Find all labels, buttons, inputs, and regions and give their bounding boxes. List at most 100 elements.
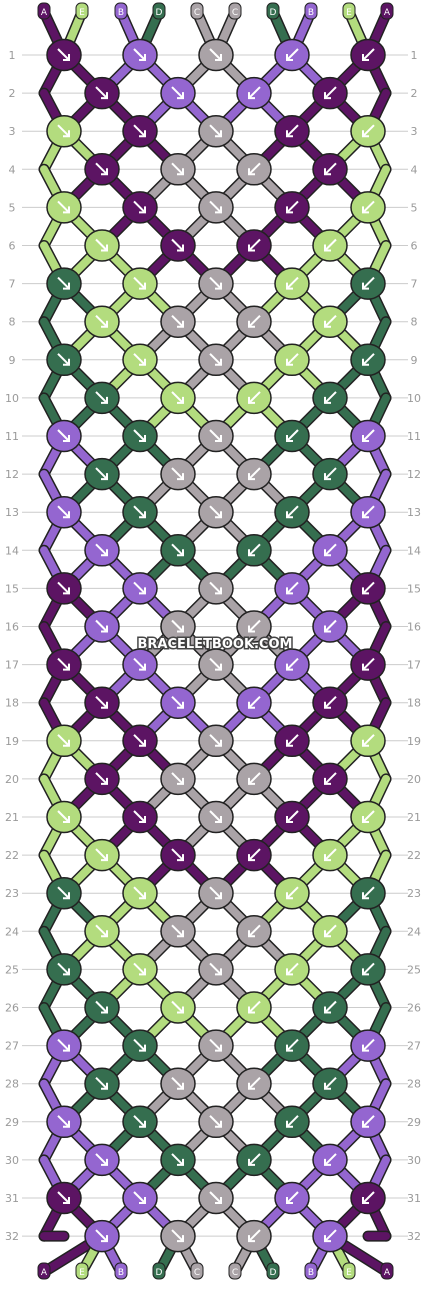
row-number-left: 1: [9, 49, 16, 62]
knot-arrow-head: [324, 244, 331, 252]
row-number-left: 31: [5, 1192, 19, 1205]
knot-arrow: [57, 353, 70, 366]
knot-arrow-head: [63, 892, 70, 900]
row-number-left: 24: [5, 925, 19, 938]
thread-label-top-tab: [304, 2, 318, 20]
knot-arrow: [248, 848, 261, 861]
row-number-left: 2: [9, 87, 16, 100]
knot-arrow: [133, 962, 146, 976]
knot-arrow-head: [177, 549, 184, 557]
knot-arrow: [57, 1115, 70, 1128]
knot-arrow: [362, 886, 375, 899]
knot-arrow: [362, 429, 375, 442]
knot-arrow-head: [101, 92, 108, 100]
knots: [46, 38, 386, 1253]
row-number-left: 22: [5, 849, 19, 862]
knot-arrow: [362, 581, 375, 595]
knot-arrow-head: [215, 130, 222, 138]
knot-arrow: [209, 429, 222, 442]
knot-arrow-head: [286, 206, 293, 214]
row-number-left: 16: [5, 621, 19, 634]
knot-arrow-head: [101, 625, 108, 633]
knot-arrow-head: [248, 777, 255, 785]
knot-arrow: [209, 200, 222, 214]
knot-arrow-head: [63, 435, 70, 442]
knot-arrow-head: [324, 854, 331, 862]
knot-arrow-head: [63, 816, 70, 823]
knot-arrow-head: [215, 1044, 222, 1052]
knot-arrow-head: [286, 282, 293, 290]
knot-arrow: [57, 886, 70, 899]
thread-label-top-tab: [380, 2, 394, 20]
knot-arrow: [57, 429, 70, 442]
knot-arrow-head: [139, 130, 146, 138]
row-number-left: 13: [5, 506, 19, 519]
row-number-right: 12: [407, 468, 421, 481]
row-number-right: 30: [407, 1154, 421, 1167]
knot-arrow-head: [248, 168, 255, 176]
row-number-left: 26: [5, 1002, 19, 1015]
knot-arrow-head: [215, 358, 222, 366]
knot-arrow-head: [248, 1082, 255, 1090]
row-number-left: 28: [5, 1078, 19, 1091]
knot-arrow: [209, 962, 222, 976]
knot-arrow: [362, 124, 375, 137]
knot-arrow: [95, 772, 108, 785]
knot-arrow: [362, 810, 375, 823]
thread-label-bottom-tab: [342, 1262, 356, 1280]
knot-arrow-head: [286, 511, 293, 519]
knot-arrow-head: [215, 435, 222, 442]
knot-arrow: [57, 657, 70, 671]
knot-arrow: [209, 1038, 222, 1052]
knot-arrow: [248, 467, 261, 480]
row-number-right: 16: [407, 621, 421, 634]
row-number-right: 24: [407, 925, 421, 938]
knot-arrow: [248, 1000, 261, 1014]
knot-arrow-head: [324, 1082, 331, 1090]
row-number-right: 17: [407, 659, 421, 672]
row-number-right: 9: [411, 354, 418, 367]
row-number-left: 23: [5, 887, 19, 900]
knot-arrow: [209, 48, 222, 61]
row-number-right: 7: [411, 278, 418, 291]
knot-arrow-head: [215, 663, 222, 671]
knot-arrow: [324, 619, 337, 633]
knot-arrow-head: [215, 206, 222, 214]
knot-arrow: [57, 124, 70, 137]
knot-arrow: [362, 1191, 375, 1204]
knot-arrow-head: [286, 358, 293, 366]
knot-arrow-head: [324, 92, 331, 100]
knot-arrow-head: [101, 396, 108, 404]
row-number-right: 13: [407, 506, 421, 519]
knot-arrow-head: [324, 1158, 331, 1166]
row-number-left: 5: [9, 201, 16, 214]
knot-arrow-head: [177, 1235, 184, 1243]
knot-arrow: [133, 429, 146, 442]
knot-arrow-head: [177, 1158, 184, 1166]
knot-arrow-head: [139, 739, 146, 747]
knot-arrow-head: [248, 701, 255, 709]
knot-arrow: [95, 924, 108, 938]
knot-arrow: [286, 886, 299, 899]
knot-arrow-head: [286, 816, 293, 823]
knot-arrow-head: [63, 1120, 70, 1128]
knot-arrow-head: [362, 1197, 369, 1204]
thread-label-top: A: [384, 8, 391, 18]
knot-arrow-head: [362, 130, 369, 138]
row-number-left: 4: [9, 163, 16, 176]
thread-label-top-tab: [190, 2, 204, 20]
knot-arrow: [171, 1076, 184, 1090]
knot-arrow-head: [139, 892, 146, 900]
knot-arrow: [133, 1115, 146, 1128]
row-number-left: 10: [5, 392, 19, 405]
knot-arrow: [171, 1153, 184, 1166]
knot-arrow-head: [101, 320, 108, 328]
knot-arrow: [286, 276, 299, 290]
knot-arrow: [95, 848, 108, 861]
knot-arrow: [171, 848, 184, 861]
knot-arrow-head: [177, 92, 184, 100]
knot-arrow-head: [324, 930, 331, 938]
knot-arrow: [209, 581, 222, 595]
knot-arrow: [57, 505, 70, 518]
